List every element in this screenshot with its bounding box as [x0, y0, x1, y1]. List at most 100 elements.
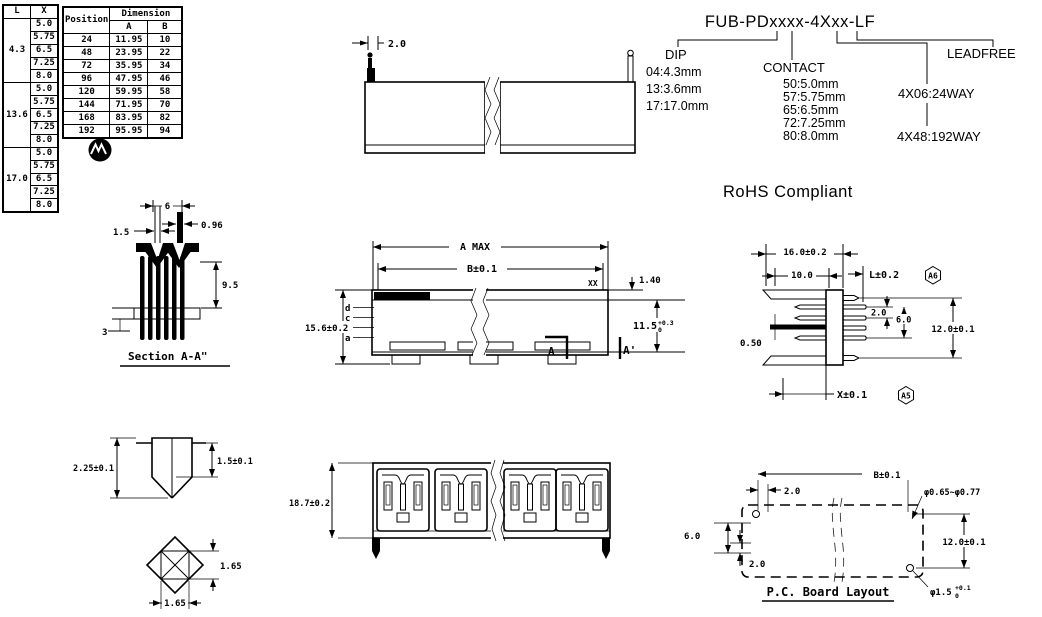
dim-hole-span: B±0.1 [873, 471, 900, 481]
lx-x-value: 8.0 [30, 69, 59, 84]
dim-locating-hole-tol-dn: 0 [955, 592, 959, 600]
row-label-c: c [345, 314, 350, 324]
dip-option: 04:4.3mm [646, 65, 702, 79]
dim-row-pitch: 2.0 [871, 309, 886, 319]
flag-a6-hexagon [925, 265, 941, 285]
flag-a5-hexagon [898, 385, 914, 405]
dim-slot-width: 1.5 [113, 228, 129, 238]
contact-option: 65:6.5mm [783, 103, 839, 117]
contact-option: 57:5.75mm [783, 90, 846, 104]
dim-inner-tol-up: +0.3 [658, 319, 674, 327]
pos-header-position: Position [62, 6, 111, 34]
lx-x-value: 8.0 [30, 198, 59, 213]
pin-tip-detail-drawing: 2.25±0.1 1.5±0.1 [72, 437, 253, 499]
mountain-logo-icon [90, 142, 107, 155]
dim-pin-width: 0.96 [201, 221, 223, 231]
lx-x-value: 6.5 [30, 43, 59, 58]
section-view-drawing: 6 0.96 1.5 9.5 3 Section A-A" [102, 199, 238, 367]
dim-body-depth: 18.7±0.2 [289, 499, 330, 509]
contact-option: 72:7.25mm [783, 116, 846, 130]
dim-total-height: 12.0±0.1 [931, 325, 974, 335]
pos-header-dimension: Dimension [109, 6, 183, 21]
lx-l-value: 4.3 [2, 17, 31, 84]
contact-option: 80:8.0mm [783, 129, 839, 143]
lx-l-value: 13.6 [2, 82, 31, 148]
dip-option: 17:17.0mm [646, 99, 709, 113]
side-view-drawing: 16.0±0.2 10.0 0.50 L±0.2 A6 [740, 244, 982, 405]
thick-contact-pin [770, 324, 826, 330]
flag-a5: A5 [901, 392, 911, 401]
dim-pin-spacing: 6 [165, 202, 170, 212]
pos-header-a: A [109, 20, 149, 34]
part-number-tree: FUB-PDxxxx-4Xxx-LF DIP 04:4.3mm 13:3.6mm… [646, 13, 1016, 201]
lx-header-l: L [2, 4, 31, 19]
dim-depth: 9.5 [222, 281, 238, 291]
dim-hole-pitch-top: 2.0 [784, 487, 800, 497]
dim-cap: 1.40 [639, 276, 661, 286]
flag-a6: A6 [928, 272, 938, 281]
section-title: Section A-A" [128, 350, 207, 363]
lx-x-value: 6.5 [30, 108, 59, 123]
front-view-drawing: A MAX B±0.1 d c b a [303, 239, 685, 365]
lx-header-x: X [30, 4, 59, 19]
dim-row-span: 6.0 [896, 316, 911, 326]
section-mark-a-prime: A' [623, 344, 636, 357]
dim-x: X±0.1 [837, 390, 867, 401]
leadfree-label: LEADFREE [947, 46, 1016, 61]
housing-body [364, 81, 486, 154]
dim-locating-hole-tol-up: +0.1 [955, 584, 971, 592]
rohs-label: RoHS Compliant [723, 183, 853, 201]
dim-row-span: 6.0 [684, 532, 700, 542]
dim-pin-thickness: 0.50 [740, 339, 762, 349]
lx-x-value: 7.25 [30, 185, 59, 200]
row-label-d: d [345, 304, 350, 314]
part-number-code: FUB-PDxxxx-4Xxx-LF [705, 13, 875, 31]
lx-l-value: 17.0 [2, 146, 31, 213]
dim-tail: 3 [102, 328, 107, 338]
dim-locating-hole: φ1.5 [930, 588, 952, 598]
lx-x-value: 5.0 [30, 17, 59, 32]
dim-tip-length: 2.25±0.1 [73, 464, 114, 474]
pos-header-b: B [147, 20, 183, 34]
pcb-layout-drawing: B±0.1 2.0 φ0.65~φ0.77 6.0 2.0 12.0±0.1 φ… [682, 467, 992, 602]
dim-inner-height: 11.5 [633, 321, 657, 332]
contact-title: CONTACT [763, 60, 825, 75]
section-mark-a: A [548, 345, 555, 358]
lx-x-value: 5.75 [30, 159, 59, 174]
mark-xx: XX [588, 279, 598, 288]
locating-hole-bottom [906, 564, 914, 572]
top-view-drawing: 2.0 [352, 36, 636, 157]
bottom-view-drawing: 18.7±0.2 [288, 458, 611, 559]
dim-cross-width: 1.65 [164, 599, 186, 609]
contact-pin [177, 212, 183, 262]
dim-depth-total: 16.0±0.2 [783, 248, 826, 258]
locating-hole-top [752, 510, 760, 518]
dim-l: L±0.2 [869, 270, 899, 281]
contact-option: 50:5.0mm [783, 77, 839, 91]
lx-x-value: 5.0 [30, 146, 59, 161]
manufacturer-logo [88, 138, 112, 162]
lx-x-value: 5.75 [30, 30, 59, 45]
way-min-label: 4X06:24WAY [898, 86, 975, 101]
dim-cross-height: 1.65 [220, 562, 242, 572]
dim-height: 15.6±0.2 [305, 324, 348, 334]
pin-cross-section-drawing: 1.65 1.65 [145, 535, 242, 609]
dip-title: DIP [665, 47, 687, 62]
dim-a-max: A MAX [460, 242, 490, 253]
lx-x-value: 6.5 [30, 172, 59, 187]
dim-inner-tol-dn: 0 [658, 326, 662, 334]
break-gap [485, 52, 500, 157]
dim-b: B±0.1 [467, 264, 497, 275]
housing-profile [825, 289, 844, 366]
dim-tip-width: 1.5±0.1 [217, 457, 253, 467]
